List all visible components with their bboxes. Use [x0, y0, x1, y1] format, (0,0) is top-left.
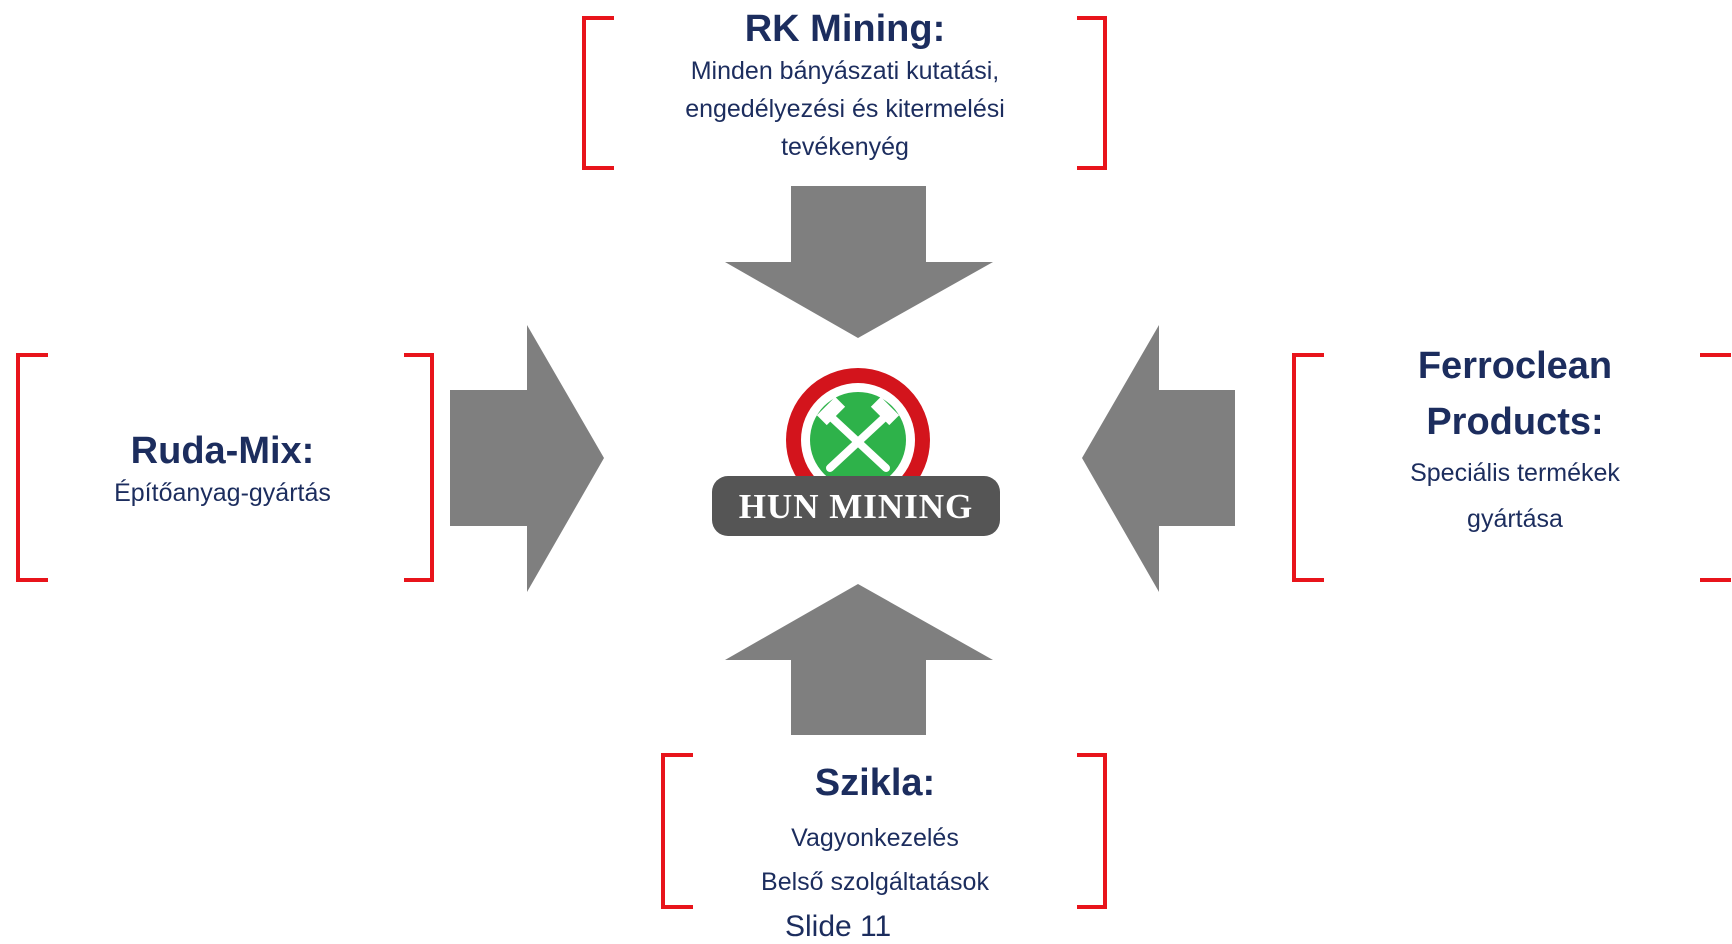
node-description-line: Belső szolgáltatások [761, 868, 989, 896]
node-description-line: engedélyezési és kitermelési [685, 95, 1005, 123]
node-ruda-mix: Ruda-Mix: Építőanyag-gyártás [40, 428, 405, 512]
arrow-up [725, 584, 993, 735]
hun-mining-logo: HUN MINING [712, 368, 1000, 536]
node-title: Ruda-Mix: [130, 430, 315, 472]
node-title-line: Ferroclean [1417, 345, 1613, 387]
top-box-brackets [582, 16, 1107, 170]
node-szikla: Szikla: Vagyonkezelés Belső szolgáltatás… [680, 760, 1070, 904]
crossed-hammers-icon [816, 396, 900, 472]
node-title: Szikla: [814, 762, 936, 804]
arrow-left [1082, 325, 1235, 592]
node-description-line: tevékenyég [781, 133, 909, 161]
arrow-down [725, 186, 993, 338]
logo-text: HUN MINING [739, 487, 974, 526]
node-description-line: Minden bányászati kutatási, [690, 57, 1000, 85]
node-description-line: Speciális termékek [1410, 459, 1620, 487]
slide-number: Slide 11 [785, 910, 892, 943]
arrow-right [450, 325, 604, 592]
node-title: RK Mining: [744, 8, 946, 50]
bottom-box-brackets [661, 753, 1107, 909]
node-title-line: Products: [1426, 401, 1604, 443]
node-description-line: Építőanyag-gyártás [114, 479, 331, 507]
left-box-brackets [16, 353, 434, 582]
node-description-line: gyártása [1467, 505, 1563, 533]
logo-banner [712, 476, 1000, 536]
node-ferroclean-products: Ferroclean Products: Speciális termékek … [1325, 338, 1705, 542]
node-description-line: Vagyonkezelés [791, 824, 959, 852]
node-rk-mining: RK Mining: Minden bányászati kutatási, e… [620, 6, 1070, 166]
right-box-brackets [1292, 353, 1731, 582]
